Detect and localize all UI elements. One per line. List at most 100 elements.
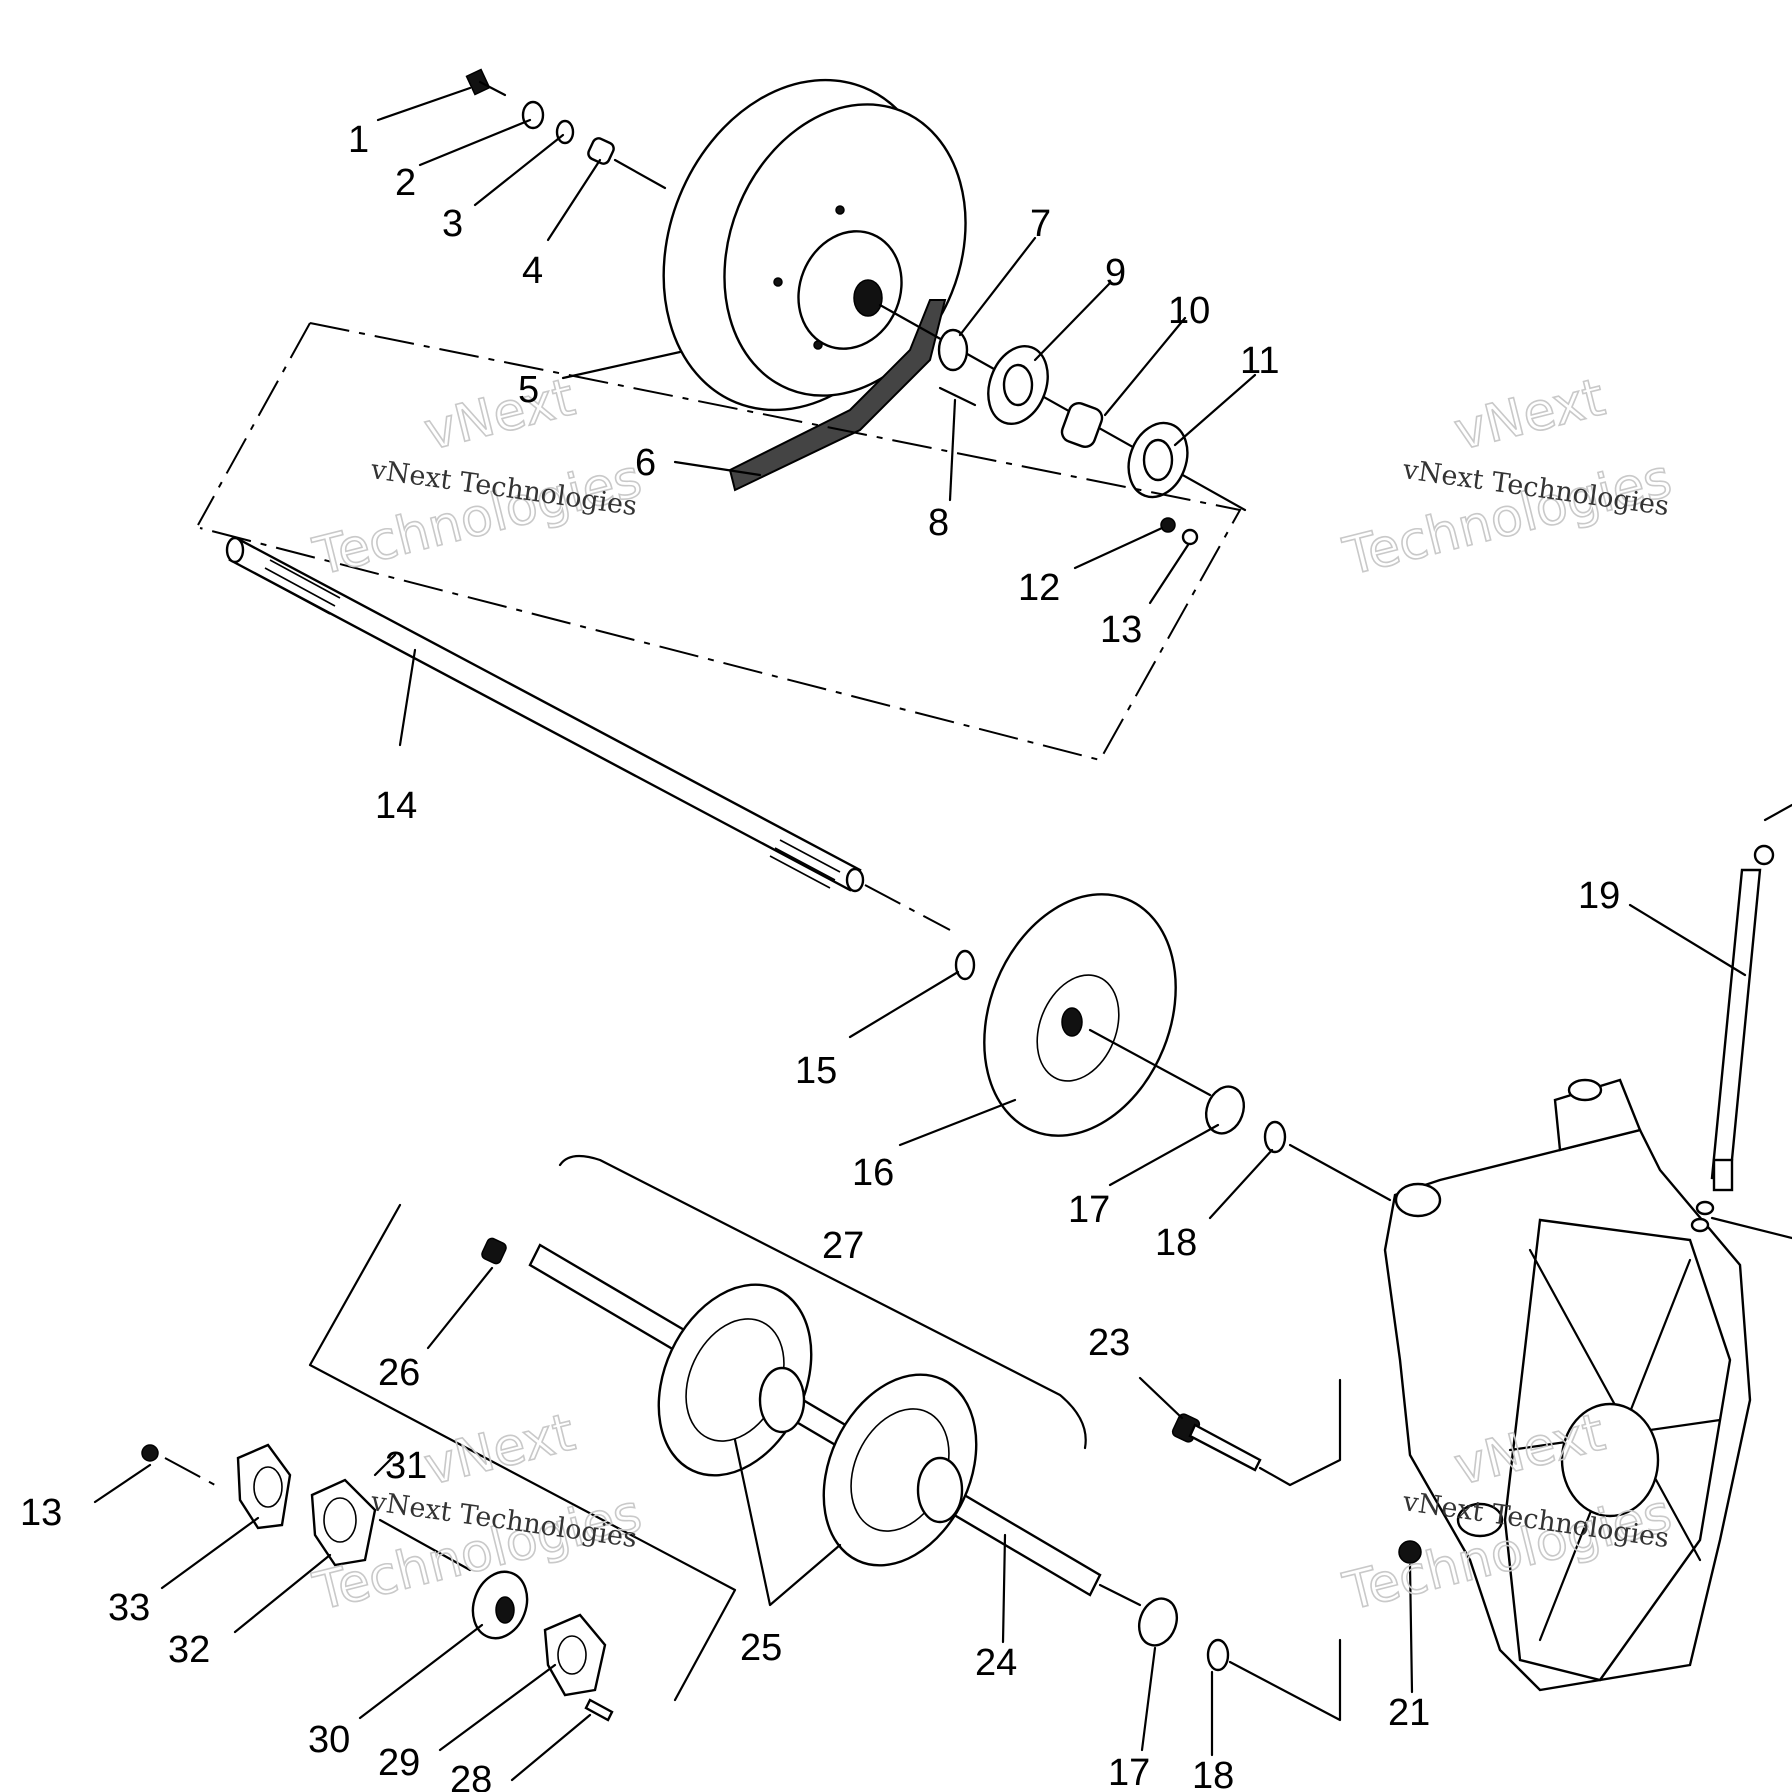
pulley-bore	[853, 279, 883, 317]
leader-8	[948, 398, 957, 502]
leader-6	[673, 460, 762, 477]
pulley-hole	[813, 340, 823, 350]
leader-5	[561, 350, 682, 380]
leader-line	[1710, 1216, 1792, 1240]
bolt-26	[481, 1237, 507, 1265]
leader-19	[1628, 903, 1747, 977]
drive-shaft-14	[225, 536, 951, 931]
driven-pulley-group	[662, 78, 967, 412]
callout-12: 12	[1018, 567, 1060, 609]
leader-26	[426, 1266, 494, 1350]
bearing-stack	[878, 303, 1247, 546]
bolt-8	[938, 386, 977, 407]
axis-line	[864, 884, 951, 931]
callout-30: 30	[308, 1719, 350, 1761]
lower-bearing-parts	[141, 1443, 614, 1722]
brake-disc-group	[954, 893, 1392, 1202]
leader-29	[438, 1663, 557, 1752]
leader-lines	[93, 86, 1747, 1782]
callout-13: 13	[1100, 609, 1142, 651]
callout-13b: 13	[20, 1492, 62, 1534]
leader-14	[398, 648, 417, 747]
drive-chain	[728, 299, 947, 492]
callout-17b: 17	[1108, 1752, 1150, 1792]
sprocket-hub	[916, 1456, 964, 1524]
shaft-splines	[259, 559, 341, 615]
sprocket-25b	[822, 1373, 978, 1567]
leader-2	[418, 118, 532, 167]
callout-7: 7	[1030, 203, 1051, 245]
snap-ring-18b	[1206, 1638, 1230, 1672]
cable-fitting	[1753, 844, 1775, 866]
axis-line	[878, 303, 1247, 512]
axis-line	[613, 158, 667, 190]
flange-9-bore	[1002, 363, 1034, 407]
leader-7	[958, 236, 1037, 337]
bracket-27	[558, 1154, 1087, 1450]
leader-18	[1208, 1148, 1274, 1220]
leader-15	[848, 970, 960, 1039]
leader-17b	[1140, 1646, 1157, 1752]
callout-25: 25	[740, 1627, 782, 1669]
bearing-17	[1204, 1085, 1246, 1135]
callout-8: 8	[928, 502, 949, 544]
plate-32-bore	[323, 1497, 357, 1543]
axis-line	[164, 1457, 216, 1486]
watermark-big-line1: vNext	[419, 1403, 581, 1498]
leader-17	[1108, 1123, 1220, 1187]
callout-10: 10	[1168, 290, 1210, 332]
flange-29	[543, 1613, 607, 1697]
watermark-left-top: vNext Technologies vNext Technologies	[307, 367, 648, 589]
axis-line	[1288, 1143, 1392, 1202]
watermark-big-line1: vNext	[419, 368, 581, 463]
callout-32: 32	[168, 1629, 210, 1671]
cable-end	[1712, 1158, 1734, 1192]
disc-bore	[1061, 1007, 1083, 1037]
plate-32	[310, 1478, 377, 1567]
washer	[1695, 1200, 1715, 1216]
flange-29-bore	[557, 1635, 587, 1675]
washer-2	[521, 100, 545, 130]
pulley-hole	[835, 205, 845, 215]
bolt-23-shank	[1188, 1423, 1262, 1472]
leader-13	[1148, 543, 1190, 605]
leader-line	[1258, 1378, 1342, 1487]
flange-33-bore	[253, 1466, 283, 1508]
leader-33	[160, 1516, 260, 1590]
shaft-splines	[769, 839, 841, 889]
leader-24	[1001, 1533, 1007, 1644]
cover-center	[1560, 1402, 1660, 1518]
pulley-hardware	[465, 68, 667, 190]
leader-11	[1173, 373, 1257, 447]
axis-line	[1228, 1638, 1342, 1722]
cable-run	[1763, 803, 1792, 822]
callout-9: 9	[1105, 252, 1126, 294]
nut-13	[1181, 528, 1199, 546]
callout-28: 28	[450, 1759, 492, 1792]
axis-line	[378, 1518, 472, 1572]
leader-1	[376, 86, 472, 122]
callout-14: 14	[375, 785, 417, 827]
sprocket-hub	[758, 1366, 806, 1434]
leader-12	[1073, 526, 1164, 570]
leader-30	[358, 1623, 484, 1720]
flange-33	[236, 1443, 292, 1530]
spacer-4	[587, 137, 615, 165]
leader-25	[733, 1438, 842, 1607]
leader-10	[1103, 316, 1187, 417]
callout-21: 21	[1388, 1692, 1430, 1734]
leader-4	[546, 158, 602, 242]
housing-boss	[1567, 1078, 1603, 1102]
shaft-end	[225, 536, 245, 564]
drive-sprocket-assembly	[481, 1154, 1342, 1722]
watermark-right-top: vNext Technologies vNext Technologies	[1337, 367, 1678, 589]
callout-17: 17	[1068, 1189, 1110, 1231]
sprocket-25a	[657, 1283, 813, 1477]
bearing-10	[1060, 402, 1104, 448]
chaincase-housing	[1383, 1078, 1752, 1692]
shaft-body	[228, 538, 862, 892]
leader-21	[1408, 1563, 1414, 1694]
alignment-frame-upper	[197, 322, 1242, 762]
